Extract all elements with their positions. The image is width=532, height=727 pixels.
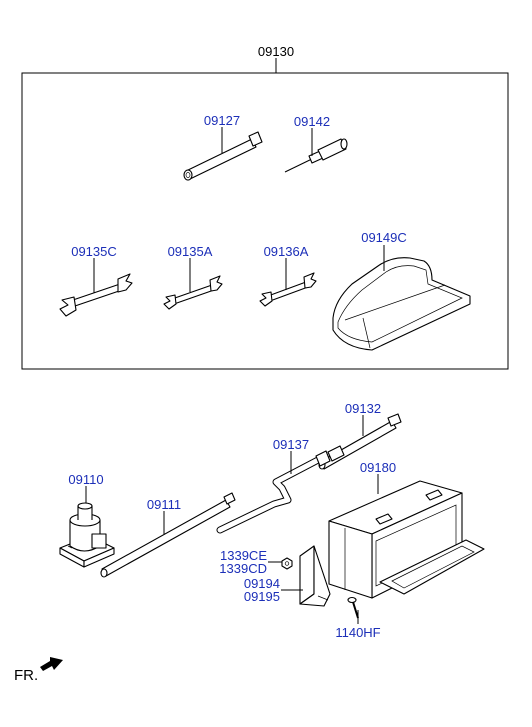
part-label-09142[interactable]: 09142 xyxy=(294,114,330,129)
crank-handle-icon xyxy=(216,450,331,534)
part-label-09111[interactable]: 09111 xyxy=(147,497,181,512)
nut-icon xyxy=(281,557,293,570)
part-label-09137[interactable]: 09137 xyxy=(273,437,309,452)
part-label-09180[interactable]: 09180 xyxy=(360,460,396,475)
part-label-09149C[interactable]: 09149C xyxy=(361,230,407,245)
assembly-frame xyxy=(21,72,509,370)
tool-bag-icon xyxy=(332,257,471,351)
part-label-1339CE[interactable]: 1339CE xyxy=(220,548,267,563)
jack-handle-icon xyxy=(100,492,236,578)
fr-label: FR. xyxy=(14,667,38,684)
part-label-09127[interactable]: 09127 xyxy=(204,113,240,128)
screwdriver-icon xyxy=(284,138,348,173)
front-arrow-icon xyxy=(40,657,63,671)
assembly-label: 09130 xyxy=(258,44,294,59)
part-label-1339CD[interactable]: 1339CD xyxy=(219,561,267,576)
socket-wrench-icon xyxy=(183,131,263,181)
open-end-wrench-icon xyxy=(163,275,223,310)
bolt-icon xyxy=(347,596,359,619)
extension-bar-icon xyxy=(318,413,402,470)
part-label-09136A[interactable]: 09136A xyxy=(264,244,309,259)
tool-box-icon xyxy=(328,480,485,599)
bottle-jack-icon xyxy=(59,502,115,568)
part-label-1140HF[interactable]: 1140HF xyxy=(335,625,380,640)
part-label-09195[interactable]: 09195 xyxy=(244,589,280,604)
part-label-09135A[interactable]: 09135A xyxy=(168,244,213,259)
part-label-09132[interactable]: 09132 xyxy=(345,401,381,416)
bracket-icon xyxy=(299,545,331,607)
open-end-wrench-icon xyxy=(59,273,133,317)
part-label-09110[interactable]: 09110 xyxy=(68,472,103,487)
open-end-wrench-icon xyxy=(259,272,317,307)
part-label-09194[interactable]: 09194 xyxy=(244,576,280,591)
part-label-09135C[interactable]: 09135C xyxy=(71,244,117,259)
